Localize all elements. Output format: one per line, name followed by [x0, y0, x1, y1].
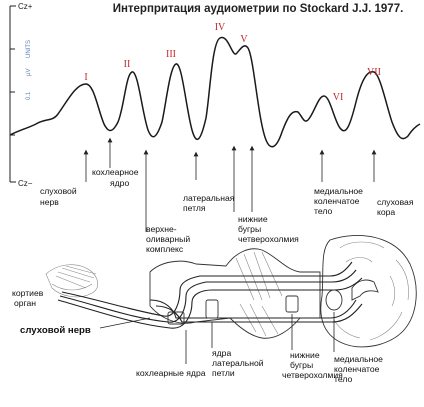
label-auditory-cortex: слуховая кора: [377, 197, 416, 217]
peak-arrows: [83, 137, 377, 232]
nerve-bundle-4: [149, 299, 357, 319]
brainstem-outline: [149, 248, 321, 339]
scale-unit: µV: [26, 69, 32, 76]
generator-labels: слуховой нерв кохлеарное ядро верхне- ол…: [40, 167, 416, 254]
auditory-pathway-anatomy: [45, 235, 417, 364]
scale-value: 0.1: [26, 91, 32, 100]
colliculus-shape: [285, 295, 299, 313]
label-medial-geniculate-anatomy: медиальное коленчатое тело: [334, 354, 385, 384]
peak-label-6: VI: [333, 92, 344, 103]
axis-bottom-label: Cz−: [18, 179, 33, 188]
peak-label-4: IV: [215, 22, 226, 33]
axis-top-label: Cz+: [18, 2, 33, 11]
label-medial-geniculate: медиальное коленчатое тело: [314, 186, 365, 216]
scale-word: UNITS: [26, 40, 32, 58]
geniculate-shape: [325, 289, 343, 311]
organ-of-corti-drawing: [45, 264, 99, 298]
peak-label-2: II: [124, 59, 131, 70]
cochlear-nucleus-shape: [167, 311, 185, 325]
amplitude-axis: Cz+ Cz− 0.1 µV UNITS: [9, 2, 33, 188]
ventricle-shape: [351, 279, 379, 301]
label-inferior-colliculi-anatomy: нижние бугры четверохолмия: [282, 350, 343, 380]
label-auditory-nerve-anatomy: слуховой нерв: [20, 325, 91, 336]
peak-label-1: I: [84, 72, 87, 83]
nerve-bundle-3: [57, 277, 363, 329]
label-organ-of-corti: кортиев орган: [12, 288, 46, 308]
label-auditory-nerve: слуховой нерв: [40, 186, 79, 207]
page-title: Интерпритация аудиометрии по Stockard J.…: [113, 3, 404, 15]
peak-label-7: VII: [367, 67, 381, 78]
label-inferior-colliculi: нижние бугры четверохолмия: [238, 214, 299, 244]
nerve-bundle-5: [155, 303, 363, 323]
abr-waveform: [9, 36, 421, 148]
anatomy-labels: кортиев орган слуховой нерв кохлеарные я…: [12, 288, 385, 384]
peak-label-3: III: [166, 49, 176, 60]
nerve-bundle-1: [61, 261, 353, 317]
label-cochlear-nuclei: кохлеарные ядра: [136, 368, 206, 378]
nerve-bundle-2: [59, 269, 357, 323]
peak-label-5: V: [240, 34, 248, 45]
label-lemniscus-nuclei: ядра латеральной петли: [212, 348, 266, 378]
lemniscus-nucleus-shape: [205, 299, 219, 319]
cortex-outline: [320, 235, 417, 348]
peak-markers: I II III IV V VI VII: [84, 22, 381, 103]
label-lateral-lemniscus: латеральная петля: [183, 193, 237, 213]
label-superior-olive: верхне- оливарный комплекс: [146, 224, 193, 254]
label-cochlear-nucleus: кохлеарное ядро: [92, 167, 141, 188]
